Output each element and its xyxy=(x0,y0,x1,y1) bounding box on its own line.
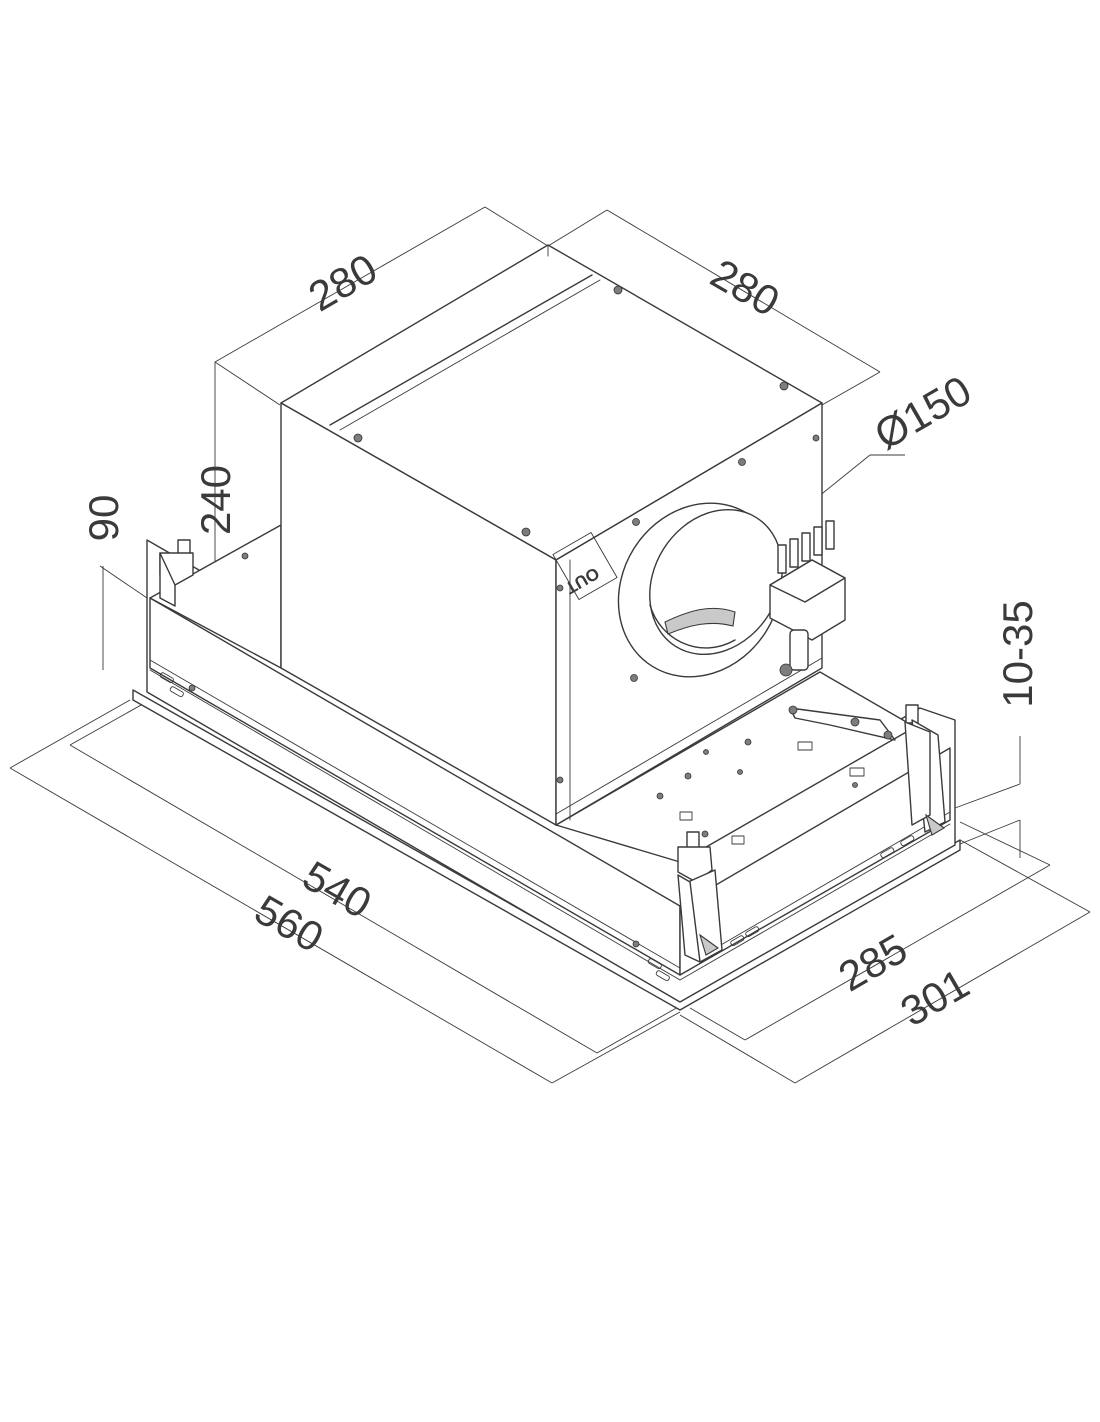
mounting-brackets xyxy=(159,539,946,963)
dimension-outer-depth: 301 xyxy=(893,960,977,1036)
dimension-box-depth: 280 xyxy=(301,245,385,321)
dimension-box-height: 240 xyxy=(192,465,239,535)
dimension-box-width: 280 xyxy=(703,250,787,326)
dimension-body-height: 90 xyxy=(80,495,127,542)
hood-body xyxy=(132,524,961,1011)
dimension-lines xyxy=(9,206,1091,1084)
dimension-adjustment-range: 10-35 xyxy=(994,600,1041,707)
outlet-collar: OUT xyxy=(552,502,783,678)
dimension-outlet-diameter: Ø150 xyxy=(867,366,979,458)
terminal-block xyxy=(769,520,846,677)
